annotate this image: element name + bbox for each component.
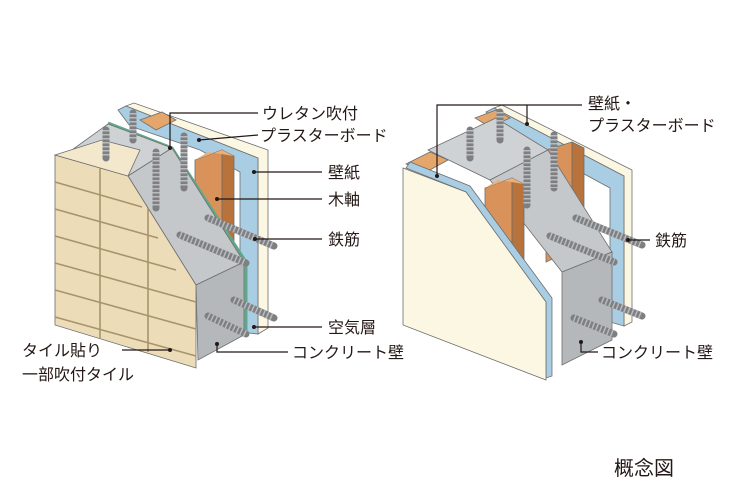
wood-stud-back xyxy=(139,111,177,131)
concrete-lower-right xyxy=(561,251,613,366)
tile-joints xyxy=(54,168,197,357)
left-leader-lines xyxy=(122,112,322,353)
right-leader-lines xyxy=(435,104,650,353)
label-plasterboard: プラスターボード xyxy=(260,126,388,145)
label-concrete-wall: コンクリート壁 xyxy=(292,343,404,362)
label-tile-2: 一部吹付タイル xyxy=(22,365,134,384)
label-wallpaper-right-2: プラスターボード xyxy=(588,116,716,135)
label-wallpaper: 壁紙 xyxy=(328,163,360,182)
label-air-layer: 空気層 xyxy=(328,318,376,337)
caption-concept-diagram: 概念図 xyxy=(614,456,674,480)
wood-stud-left-top xyxy=(195,150,234,160)
right-wall-section: 壁紙・ プラスターボード 鉄筋 コンクリート壁 xyxy=(402,94,716,381)
left-wall-section: ウレタン吹付 プラスターボード 壁紙 木軸 鉄筋 空気層 コンクリート壁 タイル… xyxy=(22,102,404,384)
left-rebars xyxy=(102,109,278,338)
wood-stud-right-front-top xyxy=(485,178,524,188)
plasterboard-front xyxy=(402,167,547,381)
film-layer xyxy=(107,121,248,333)
tile-top xyxy=(53,139,141,177)
label-urethane: ウレタン吹付 xyxy=(262,104,358,123)
label-wallpaper-right-1: 壁紙・ xyxy=(588,94,636,113)
label-tile-1: タイル貼り xyxy=(22,341,102,360)
label-rebar: 鉄筋 xyxy=(328,230,360,249)
label-concrete-wall-right: コンクリート壁 xyxy=(601,343,713,362)
label-rebar-right: 鉄筋 xyxy=(655,231,687,250)
label-wood-frame: 木軸 xyxy=(328,190,360,209)
